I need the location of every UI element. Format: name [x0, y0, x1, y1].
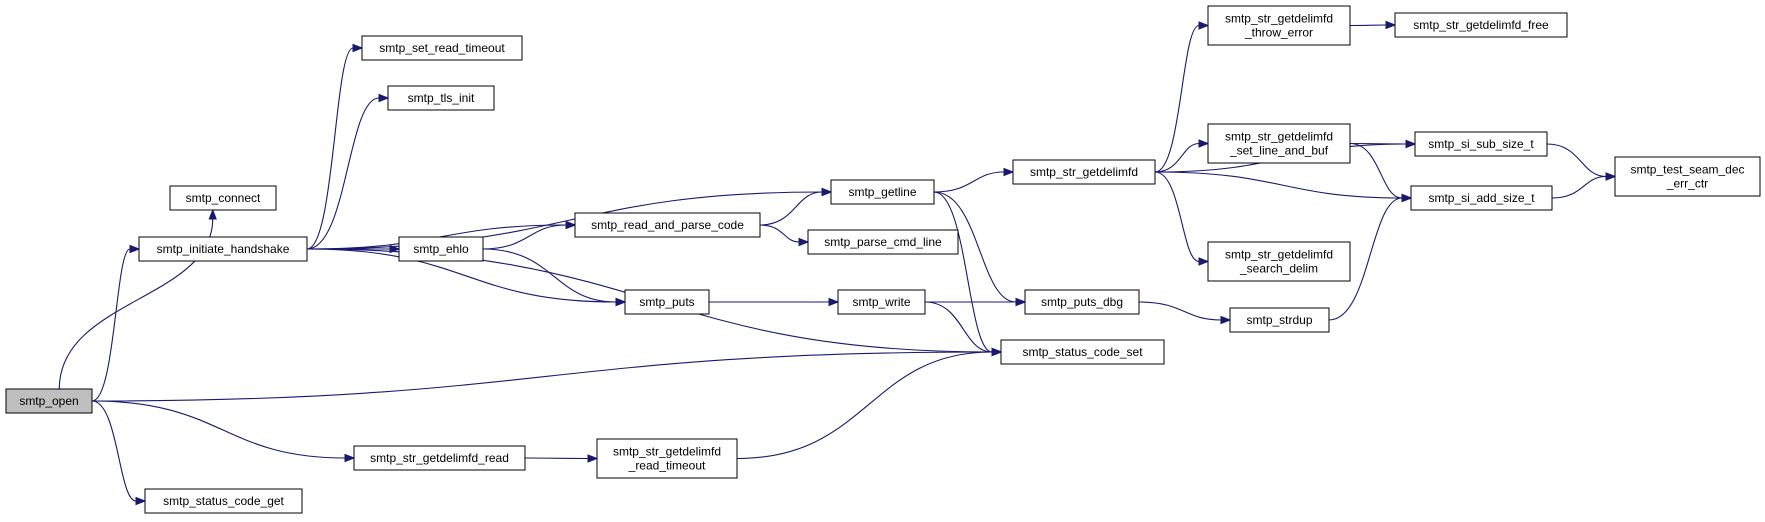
edge-smtp_str_getdelimfd-to-smtp_str_getdelimfd_search_delim: [1154, 171, 1210, 266]
node-smtp_status_code_get[interactable]: smtp_status_code_get: [144, 488, 303, 514]
node-label: smtp_initiate_handshake: [157, 242, 290, 256]
edge-smtp_getline-to-smtp_status_code_set: [933, 191, 1003, 357]
node-label: smtp_puts_dbg: [1041, 295, 1123, 309]
node-smtp_tls_init[interactable]: smtp_tls_init: [387, 85, 495, 111]
node-label: smtp_str_getdelimfd: [1225, 12, 1333, 26]
edge-smtp_str_getdelimfd_set_line_and_buf-to-smtp_si_sub_size_t: [1349, 139, 1417, 149]
edge-smtp_str_getdelimfd_read_timeout-to-smtp_status_code_set: [736, 347, 1003, 460]
node-label: smtp_set_read_timeout: [379, 41, 505, 55]
edge-smtp_str_getdelimfd_throw_error-to-smtp_str_getdelimfd_free: [1349, 20, 1397, 30]
edge-smtp_str_getdelimfd-to-smtp_str_getdelimfd_set_line_and_buf: [1154, 139, 1210, 173]
node-label: _set_line_and_buf: [1229, 144, 1329, 158]
edge-smtp_str_getdelimfd_set_line_and_buf-to-smtp_si_add_size_t: [1349, 142, 1413, 203]
node-label: smtp_str_getdelimfd: [1225, 248, 1333, 262]
node-smtp_si_add_size_t[interactable]: smtp_si_add_size_t: [1410, 185, 1553, 211]
node-smtp_str_getdelimfd_read_timeout[interactable]: smtp_str_getdelimfd_read_timeout: [596, 438, 738, 479]
node-label: _err_ctr: [1666, 177, 1708, 191]
node-smtp_connect[interactable]: smtp_connect: [169, 185, 277, 211]
node-smtp_str_getdelimfd_read[interactable]: smtp_str_getdelimfd_read: [353, 445, 526, 471]
edge-smtp_open-to-smtp_status_code_get: [91, 400, 147, 506]
edge-smtp_puts-to-smtp_write: [709, 297, 840, 307]
node-smtp_str_getdelimfd_search_delim[interactable]: smtp_str_getdelimfd_search_delim: [1207, 241, 1351, 282]
node-label: smtp_str_getdelimfd: [1225, 130, 1333, 144]
node-smtp_str_getdelimfd_throw_error[interactable]: smtp_str_getdelimfd_throw_error: [1207, 5, 1351, 46]
node-smtp_str_getdelimfd[interactable]: smtp_str_getdelimfd: [1012, 159, 1156, 185]
edge-smtp_str_getdelimfd-to-smtp_str_getdelimfd_throw_error: [1154, 21, 1210, 173]
edge-smtp_strdup-to-smtp_si_add_size_t: [1328, 193, 1413, 321]
node-label: smtp_read_and_parse_code: [591, 218, 744, 232]
edge-smtp_open-to-smtp_status_code_set: [91, 347, 1003, 402]
edge-smtp_initiate_handshake-to-smtp_set_read_timeout: [306, 43, 364, 250]
edge-smtp_si_sub_size_t-to-smtp_test_seam_dec_err_ctr: [1546, 143, 1617, 181]
node-label: smtp_puts: [639, 295, 694, 309]
node-label: smtp_tls_init: [408, 91, 475, 105]
node-label: smtp_str_getdelimfd: [613, 445, 721, 459]
node-label: smtp_str_getdelimfd_read: [370, 451, 509, 465]
node-label: smtp_status_code_set: [1022, 345, 1143, 359]
node-label: _search_delim: [1239, 262, 1318, 276]
node-smtp_read_and_parse_code[interactable]: smtp_read_and_parse_code: [574, 212, 761, 238]
node-smtp_getline[interactable]: smtp_getline: [830, 179, 935, 205]
node-label: smtp_si_add_size_t: [1428, 191, 1535, 205]
edge-smtp_open-to-smtp_str_getdelimfd_read: [91, 400, 356, 463]
edge-smtp_puts_dbg-to-smtp_strdup: [1138, 301, 1232, 325]
node-label: smtp_si_sub_size_t: [1428, 137, 1534, 151]
node-smtp_open: smtp_open: [5, 388, 93, 414]
edge-smtp_initiate_handshake-to-smtp_tls_init: [306, 93, 390, 250]
edge-smtp_getline-to-smtp_str_getdelimfd: [933, 167, 1015, 193]
edge-smtp_si_add_size_t-to-smtp_test_seam_dec_err_ctr: [1551, 172, 1617, 199]
node-label: smtp_strdup: [1246, 313, 1312, 327]
node-label: smtp_write: [852, 295, 910, 309]
edge-smtp_read_and_parse_code-to-smtp_getline: [759, 187, 833, 226]
node-smtp_parse_cmd_line[interactable]: smtp_parse_cmd_line: [807, 229, 959, 255]
node-label: smtp_test_seam_dec: [1630, 163, 1744, 177]
edge-smtp_str_getdelimfd_read-to-smtp_str_getdelimfd_read_timeout: [524, 454, 599, 463]
node-smtp_write[interactable]: smtp_write: [837, 289, 926, 315]
node-layer: smtp_open smtp_connect smtp_initiate_hands…: [5, 5, 1761, 514]
node-label: _throw_error: [1244, 26, 1313, 40]
node-label: smtp_str_getdelimfd_free: [1413, 18, 1549, 32]
node-label: smtp_parse_cmd_line: [824, 235, 942, 249]
node-label: smtp_str_getdelimfd: [1030, 165, 1138, 179]
edge-layer: [58, 20, 1617, 506]
node-smtp_str_getdelimfd_free[interactable]: smtp_str_getdelimfd_free: [1394, 12, 1568, 38]
edge-smtp_ehlo-to-smtp_read_and_parse_code: [482, 220, 577, 250]
node-smtp_status_code_set[interactable]: smtp_status_code_set: [1000, 339, 1165, 365]
node-label: smtp_getline: [848, 185, 916, 199]
edge-smtp_read_and_parse_code-to-smtp_parse_cmd_line: [759, 224, 810, 247]
edge-smtp_write-to-smtp_puts_dbg: [925, 297, 1027, 307]
edge-smtp_write-to-smtp_status_code_set: [924, 301, 1003, 357]
node-smtp_str_getdelimfd_set_line_and_buf[interactable]: smtp_str_getdelimfd_set_line_and_buf: [1207, 123, 1351, 164]
node-smtp_test_seam_dec_err_ctr[interactable]: smtp_test_seam_dec_err_ctr: [1614, 156, 1761, 197]
edge-smtp_ehlo-to-smtp_puts: [482, 248, 627, 307]
node-label: smtp_open: [19, 394, 78, 408]
edge-smtp_open-to-smtp_initiate_handshake: [91, 244, 141, 402]
node-smtp_strdup[interactable]: smtp_strdup: [1229, 307, 1330, 333]
node-label: smtp_connect: [186, 191, 261, 205]
node-smtp_si_sub_size_t[interactable]: smtp_si_sub_size_t: [1414, 131, 1548, 157]
node-smtp_set_read_timeout[interactable]: smtp_set_read_timeout: [361, 35, 523, 61]
node-smtp_puts[interactable]: smtp_puts: [624, 289, 710, 315]
node-label: _read_timeout: [628, 459, 706, 473]
node-smtp_initiate_handshake[interactable]: smtp_initiate_handshake: [138, 236, 308, 262]
node-label: smtp_ehlo: [413, 242, 469, 256]
node-smtp_puts_dbg[interactable]: smtp_puts_dbg: [1024, 289, 1140, 315]
node-label: smtp_status_code_get: [163, 494, 284, 508]
edge-smtp_str_getdelimfd-to-smtp_si_add_size_t: [1154, 171, 1413, 203]
node-smtp_ehlo[interactable]: smtp_ehlo: [398, 236, 484, 262]
